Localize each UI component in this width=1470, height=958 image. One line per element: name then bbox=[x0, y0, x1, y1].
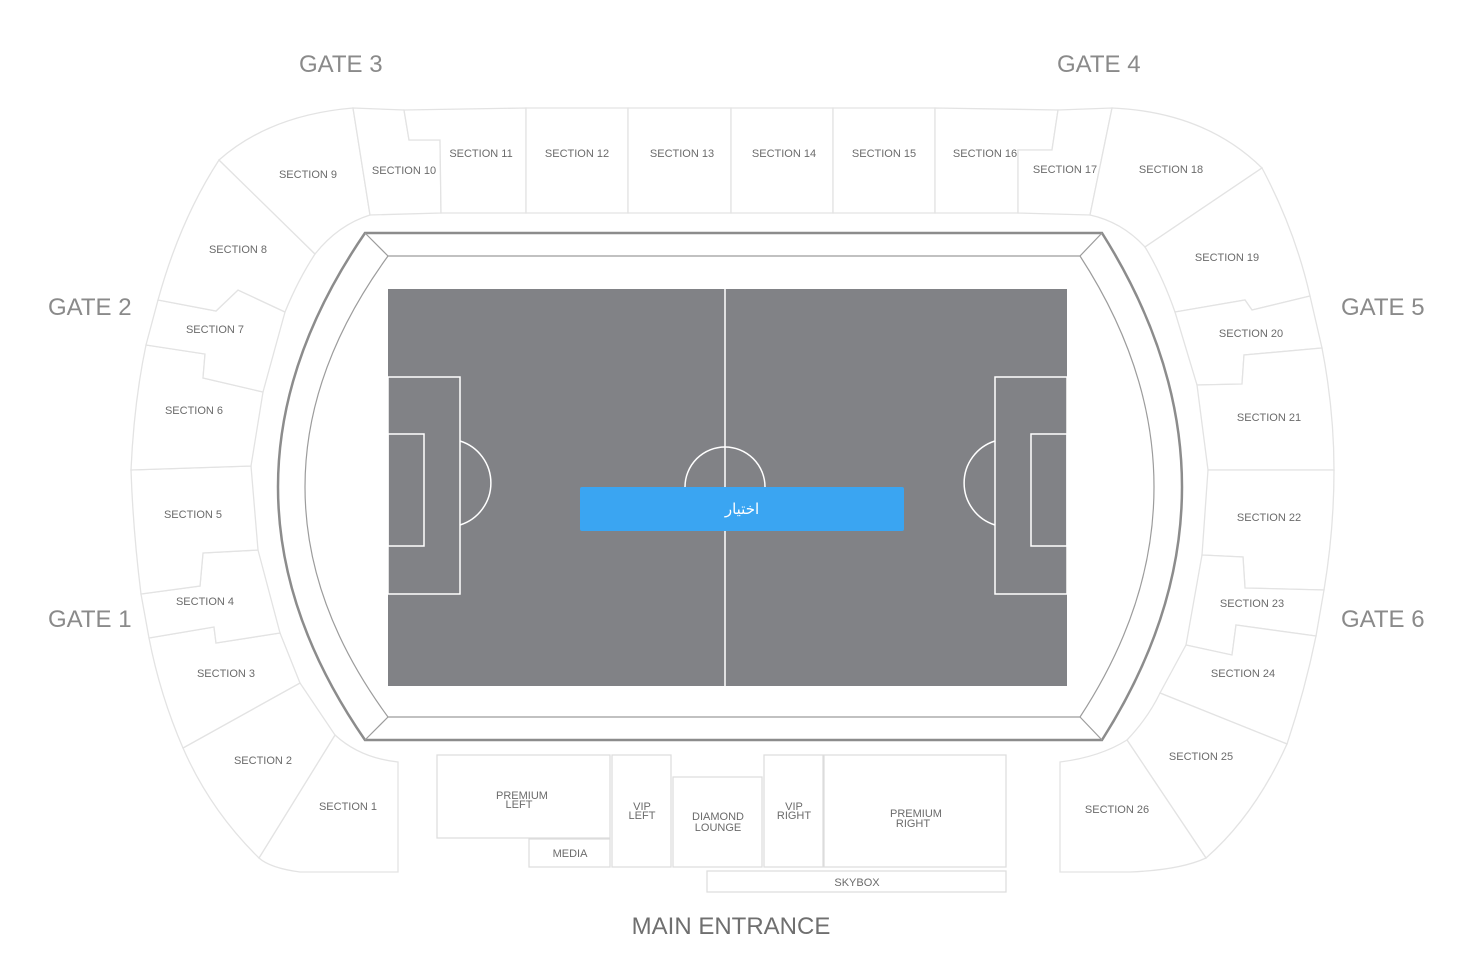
gate-6-label: GATE 6 bbox=[1341, 606, 1425, 633]
skybox-box[interactable] bbox=[706, 870, 1007, 893]
premium-left-box[interactable] bbox=[436, 754, 611, 839]
section-13[interactable] bbox=[627, 107, 732, 214]
corner-line-tr bbox=[1079, 232, 1103, 257]
section-6[interactable] bbox=[130, 344, 264, 471]
section-14[interactable] bbox=[730, 107, 834, 214]
section-12[interactable] bbox=[525, 107, 629, 214]
section-15[interactable] bbox=[832, 107, 936, 214]
select-button[interactable]: اختيار bbox=[580, 487, 904, 531]
left-goal-area bbox=[387, 433, 425, 547]
diamond-lounge-box[interactable] bbox=[672, 776, 763, 868]
gate-1-label: GATE 1 bbox=[48, 606, 132, 633]
gate-3-label: GATE 3 bbox=[299, 51, 383, 78]
section-5[interactable] bbox=[130, 465, 259, 595]
vip-right-box[interactable] bbox=[763, 754, 824, 868]
right-goal-area bbox=[1030, 433, 1068, 547]
vip-left-box[interactable] bbox=[611, 754, 672, 868]
section-25[interactable] bbox=[1126, 692, 1288, 859]
section-26[interactable] bbox=[1059, 739, 1207, 873]
media-box[interactable] bbox=[528, 838, 611, 868]
section-8[interactable] bbox=[157, 158, 316, 313]
right-penalty-arc bbox=[963, 440, 996, 526]
corner-line-br bbox=[1079, 716, 1103, 741]
gate-5-label: GATE 5 bbox=[1341, 294, 1425, 321]
premium-right-box[interactable] bbox=[823, 754, 1007, 868]
left-penalty-arc bbox=[459, 440, 492, 526]
corner-line-bl bbox=[364, 716, 389, 741]
section-21[interactable] bbox=[1196, 347, 1335, 471]
corner-line-tl bbox=[364, 232, 389, 257]
section-18[interactable] bbox=[1089, 107, 1264, 248]
section-2[interactable] bbox=[182, 682, 336, 860]
gate-2-label: GATE 2 bbox=[48, 294, 132, 321]
main-entrance-label: MAIN ENTRANCE bbox=[632, 913, 831, 940]
section-1[interactable] bbox=[258, 733, 399, 873]
gate-4-label: GATE 4 bbox=[1057, 51, 1141, 78]
